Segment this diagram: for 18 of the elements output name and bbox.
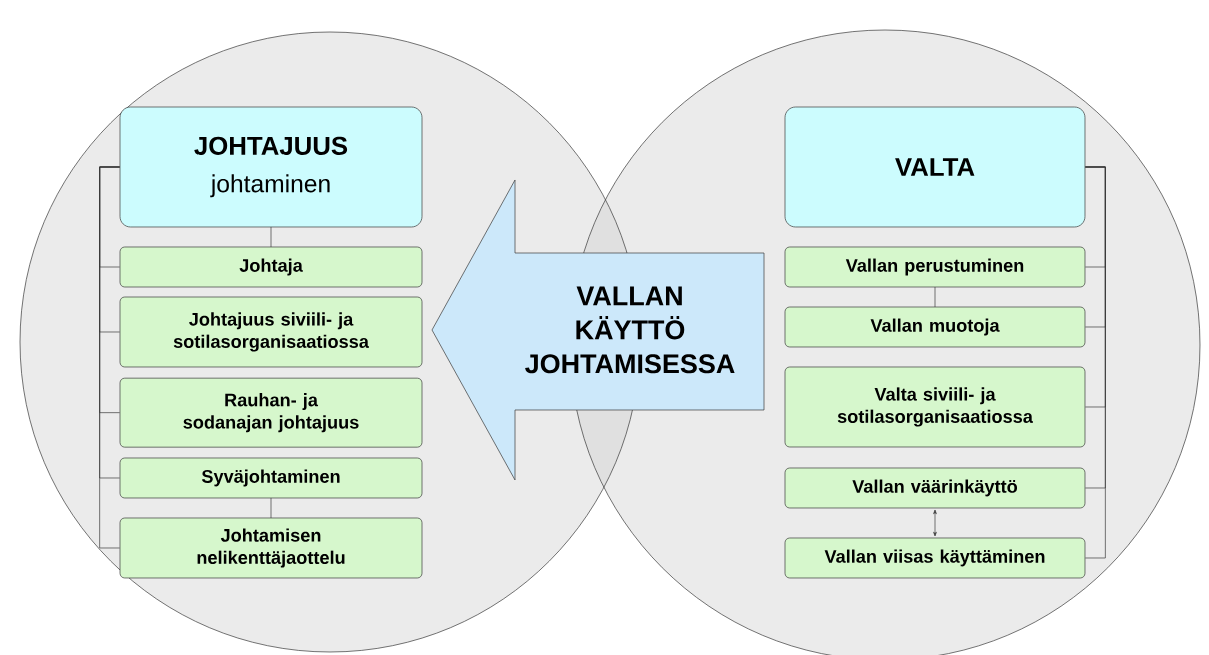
topic-box: Rauhan- ja sodanajan johtajuus	[119, 377, 423, 448]
topic-box: Vallan muotoja	[784, 306, 1086, 348]
connector-line	[1085, 166, 1106, 559]
topic-box: Vallan perustuminen	[784, 246, 1086, 288]
connector-line	[270, 226, 272, 248]
topic-box: Valta siviili- ja sotilasorganisaatiossa	[784, 366, 1086, 448]
topic-box: Johtaja	[119, 246, 423, 288]
topic-box: Johtajuus siviili- ja sotilasorganisaatiossa	[119, 296, 423, 368]
topic-box: Johtamisen nelikenttäjaottelu	[119, 517, 423, 579]
topic-box: VALTA	[784, 106, 1086, 228]
topic-box: Vallan viisas käyttäminen	[784, 537, 1086, 579]
topic-box: JOHTAJUUS johtaminen	[119, 106, 423, 228]
double-arrow	[933, 509, 937, 537]
connector-line	[99, 166, 120, 549]
topic-box: Vallan väärinkäyttö	[784, 467, 1086, 509]
connector-line	[270, 497, 272, 519]
topic-box: Syväjohtaminen	[119, 457, 423, 499]
connector-line	[934, 286, 936, 308]
